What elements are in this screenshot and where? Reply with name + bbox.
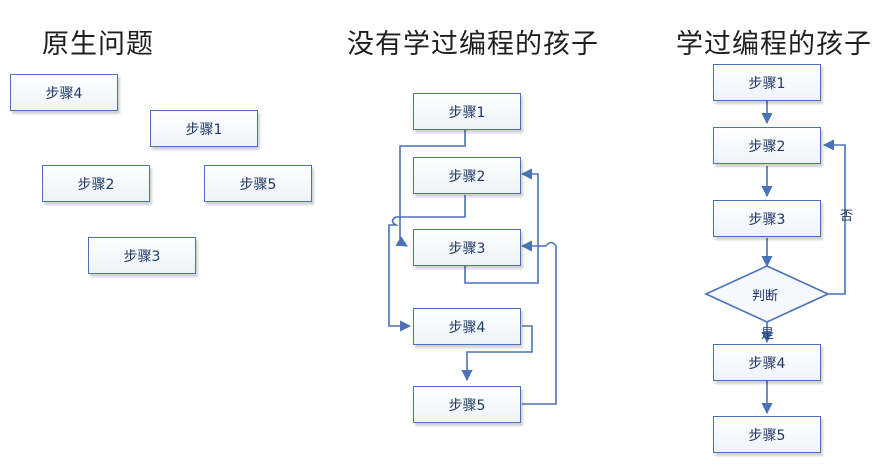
trained-step-2: 步骤2 [713,127,821,164]
original-step-5: 步骤5 [204,165,312,202]
edge-u2-to-u4 [388,195,466,332]
trained-step-4: 步骤4 [713,344,821,381]
original-step-3: 步骤3 [88,237,196,274]
original-step-1: 步骤1 [150,110,258,147]
title-trained-child: 学过编程的孩子 [676,29,872,60]
decision-label: 判断 [752,289,779,304]
title-untrained-child: 没有学过编程的孩子 [347,29,599,60]
untrained-step-5: 步骤5 [413,386,521,423]
edge-decision-no-to-t2 [822,139,846,295]
trained-step-1: 步骤1 [713,64,821,101]
edge-u4-to-u5 [461,325,533,382]
edge-u1-to-u3 [395,130,466,247]
untrained-step-4: 步骤4 [413,308,521,345]
edge-u5-to-u3 [520,240,557,405]
original-step-4: 步骤4 [10,74,118,111]
untrained-step-1: 步骤1 [413,93,521,130]
edge-u3-to-u2 [464,168,539,284]
title-original-problem: 原生问题 [42,29,154,60]
trained-step-3: 步骤3 [713,200,821,237]
trained-step-5: 步骤5 [713,416,821,453]
untrained-step-2: 步骤2 [413,157,521,194]
original-step-2: 步骤2 [42,165,150,202]
decision-diamond [704,265,830,323]
untrained-step-3: 步骤3 [413,229,521,266]
no-branch-label: 否 [840,209,854,224]
yes-branch-label: 是 [761,327,775,342]
